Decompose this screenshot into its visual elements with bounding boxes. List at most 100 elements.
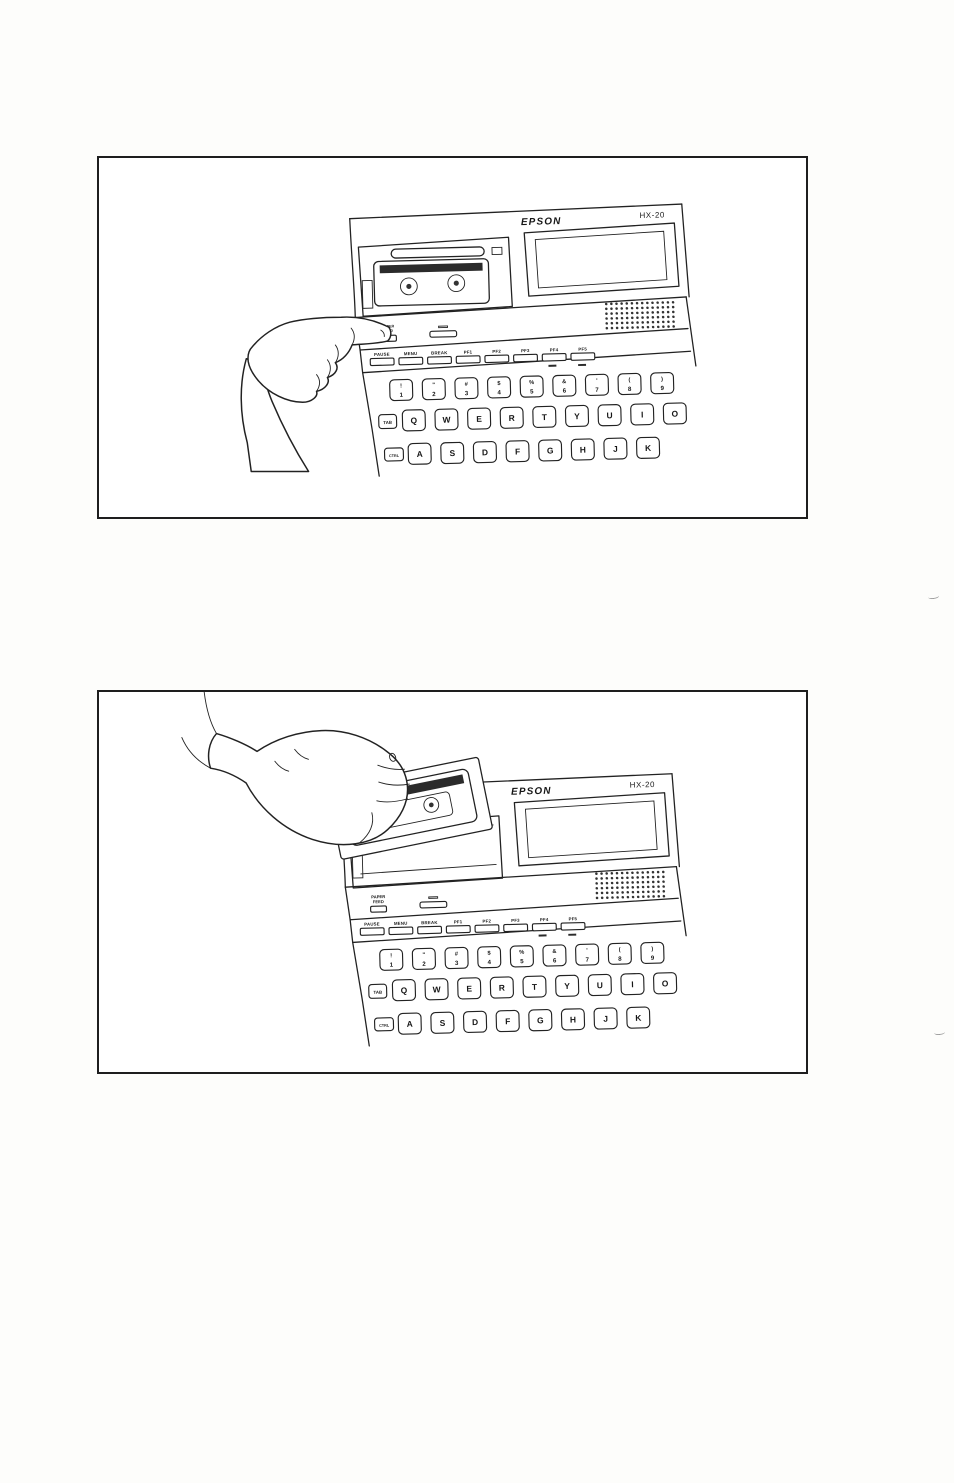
grille-dot [661, 306, 665, 309]
grille-dot [600, 881, 604, 885]
keyboard-key [388, 926, 414, 936]
grille-dot [641, 316, 644, 319]
keyboard-key [570, 438, 595, 461]
grille-dot [626, 881, 629, 884]
keyboard-key [445, 924, 471, 934]
hand-pressing [240, 316, 392, 473]
key-label: 1 [400, 392, 404, 399]
keyboard-key [522, 975, 547, 998]
grille-dot [657, 890, 660, 893]
keyboard-key [542, 944, 567, 967]
grille-dot [605, 312, 608, 315]
grille-dot [631, 886, 635, 889]
key-label: PF5 [578, 346, 587, 351]
grille-dot [636, 326, 639, 329]
grille-dot [666, 301, 670, 304]
spool-hub-right [428, 802, 434, 808]
grille-dot [605, 872, 608, 875]
paper-feed-control: PAPER FEED [370, 894, 388, 913]
grille-dot [610, 872, 614, 875]
grille-dot [600, 896, 604, 900]
cassette-spool-right [447, 274, 466, 293]
grille-dot [631, 881, 634, 884]
ctrl-key [373, 1017, 395, 1032]
key-label: " [432, 383, 435, 389]
epson-logo: EPSON [511, 786, 552, 798]
key-label: F [515, 446, 520, 456]
grille-dot [646, 311, 649, 314]
key-label: % [519, 950, 524, 956]
grille-dot [651, 875, 655, 879]
grille-dot [662, 894, 666, 898]
grille-dot [661, 315, 665, 319]
keyboard-key [503, 923, 529, 933]
paper-feed-label-line2: FEED [373, 899, 384, 904]
keyboard-key [474, 924, 500, 933]
grille-dot [646, 320, 650, 324]
key-label: O [662, 978, 669, 988]
grille-dot [641, 871, 644, 874]
grille-dot [646, 301, 649, 305]
grille-dot [661, 301, 665, 304]
fingernail [380, 329, 385, 337]
drive-bay-outline [357, 236, 513, 317]
grille-dot [625, 302, 629, 305]
keyboard-key [477, 946, 502, 969]
grille-dot [630, 306, 634, 310]
paper-feed-label-line1: PAPER [371, 894, 385, 899]
grille-dot [651, 306, 654, 309]
key-label: G [547, 445, 554, 455]
grille-dot [626, 895, 630, 899]
key-label: J [603, 1014, 608, 1024]
keyboard-key [489, 976, 514, 999]
grille-dot [595, 877, 598, 880]
grille-dot [615, 302, 618, 305]
grille-dot [625, 321, 629, 325]
cassette-label-band [379, 262, 483, 274]
illustration-remove-cassette: EPSON HX-20 [181, 692, 687, 1047]
grille-dot [646, 306, 649, 310]
key-label: A [417, 449, 423, 459]
grille-dot [641, 885, 645, 889]
key-label: ' [586, 948, 588, 954]
lcd-screen [513, 792, 670, 867]
grille-dot [672, 325, 675, 328]
drive-latch [361, 279, 374, 309]
key-label: PF4 [540, 917, 549, 922]
key-label: ) [661, 377, 663, 383]
grille-dot [661, 320, 665, 324]
key-label: S [449, 448, 455, 458]
grille-dot [620, 302, 623, 305]
grille-dot [611, 891, 614, 894]
grille-dot [621, 895, 625, 899]
tab-key-label: TAB [383, 420, 392, 425]
device-top-edge [349, 203, 683, 220]
keyboard-key [434, 408, 459, 431]
grille-dot [625, 311, 629, 315]
grille-dot [646, 885, 650, 889]
paper-feed-button [370, 905, 388, 913]
keyboard-key [555, 974, 580, 997]
key-label: 8 [628, 386, 632, 393]
keyboard-key [369, 357, 395, 367]
grille-dot [615, 881, 619, 885]
grille-dot [651, 880, 655, 884]
keyboard-key [484, 354, 510, 364]
grille-dot [666, 310, 670, 314]
grille-dot [666, 305, 670, 309]
model-label: HX-20 [630, 780, 656, 790]
key-label: PF3 [521, 348, 530, 353]
key-label: % [529, 380, 534, 386]
key-label: H [570, 1014, 576, 1024]
keyboard-key [626, 1006, 651, 1029]
key-label: PF2 [492, 349, 501, 354]
grille-dot [621, 886, 624, 889]
grille-dot [656, 320, 660, 324]
key-label: I [641, 409, 644, 419]
keyboard-key [397, 1012, 422, 1035]
grille-dot [621, 881, 624, 885]
